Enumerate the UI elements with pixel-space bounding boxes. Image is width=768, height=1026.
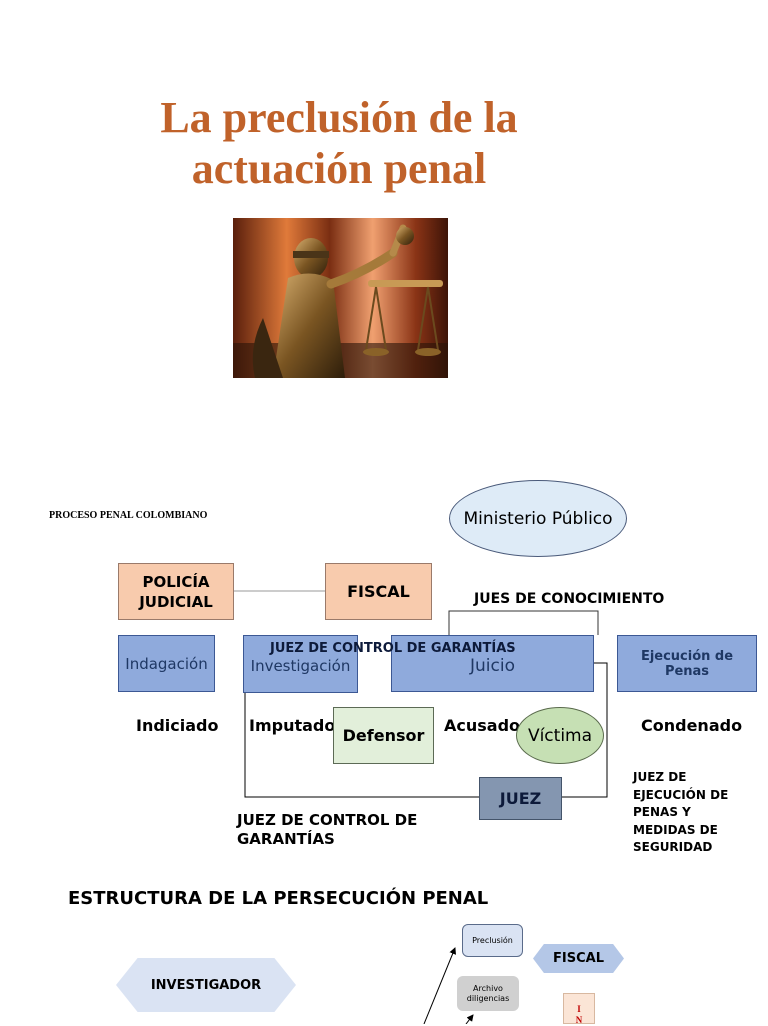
structure-fiscal-label: FISCAL bbox=[553, 951, 604, 966]
juez-right-connector bbox=[562, 662, 608, 798]
vertical-letter-2: N bbox=[575, 1015, 583, 1025]
indiciado-label: Indiciado bbox=[136, 716, 219, 735]
archivo-box: Archivo diligencias bbox=[457, 976, 519, 1011]
justice-statue-illustration bbox=[233, 218, 448, 378]
arrow-to-archivo bbox=[465, 1014, 474, 1024]
structure-heading: ESTRUCTURA DE LA PERSECUCIÓN PENAL bbox=[68, 888, 489, 909]
juicio-label: Juicio bbox=[470, 655, 515, 676]
juez-ejecucion-label: JUEZ DE EJECUCIÓN DE PENAS Y MEDIDAS DE … bbox=[633, 769, 728, 857]
indagacion-box: Indagación bbox=[118, 635, 215, 692]
ministerio-publico-label: Ministerio Público bbox=[463, 508, 613, 529]
jues-conocimiento-label: JUES DE CONOCIMIENTO bbox=[474, 591, 665, 607]
juez-left-connector bbox=[244, 693, 479, 798]
ministerio-publico-oval: Ministerio Público bbox=[449, 480, 627, 557]
title-line-1: La preclusión de la bbox=[160, 93, 518, 142]
juez-control-garantias-label: JUEZ DE CONTROL DE GARANTÍAS bbox=[237, 811, 417, 849]
ejecucion-penas-box: Ejecución de Penas bbox=[617, 635, 757, 692]
imputado-label: Imputado bbox=[249, 716, 336, 735]
juez-ejecucion-line-3: PENAS Y bbox=[633, 805, 691, 819]
arrow-to-preclusion bbox=[423, 947, 456, 1024]
ejecucion-label: Ejecución de Penas bbox=[640, 648, 734, 679]
juez-box: JUEZ bbox=[479, 777, 562, 820]
preclusion-box: Preclusión bbox=[462, 924, 523, 957]
fiscal-label: FISCAL bbox=[347, 582, 410, 601]
juez-control-line-1: JUEZ DE CONTROL DE bbox=[237, 811, 418, 829]
juez-ejecucion-line-2: EJECUCIÓN DE bbox=[633, 787, 729, 802]
vertical-label-box: I N bbox=[563, 993, 595, 1025]
defensor-label: Defensor bbox=[342, 726, 425, 745]
policia-line-1: POLICÍA bbox=[142, 572, 210, 591]
acusado-label: Acusado bbox=[444, 716, 521, 735]
juez-ejecucion-line-1: JUEZ DE bbox=[633, 770, 687, 784]
juez-control-inner-label: JUEZ DE CONTROL DE GARANTÍAS bbox=[270, 641, 516, 656]
juicio-box: Juicio bbox=[391, 635, 594, 692]
victima-label: Víctima bbox=[527, 725, 593, 746]
condenado-label: Condenado bbox=[641, 716, 743, 735]
diagram-heading: PROCESO PENAL COLOMBIANO bbox=[49, 510, 208, 521]
juez-ejecucion-line-4: MEDIDAS DE bbox=[633, 822, 718, 837]
investigador-hexagon: INVESTIGADOR bbox=[116, 958, 296, 1012]
indagacion-label: Indagación bbox=[125, 654, 208, 673]
victima-oval: Víctima bbox=[516, 707, 604, 764]
investigacion-box: Investigación bbox=[243, 635, 358, 693]
title-line-2: actuación penal bbox=[191, 144, 487, 193]
juez-ejecucion-line-5: SEGURIDAD bbox=[633, 840, 713, 854]
investigacion-label: Investigación bbox=[250, 657, 351, 675]
fiscal-box: FISCAL bbox=[325, 563, 432, 620]
justice-statue-image bbox=[233, 218, 448, 378]
juez-control-line-2: GARANTÍAS bbox=[237, 830, 335, 848]
preclusion-label: Preclusión bbox=[472, 935, 513, 945]
page-title: La preclusión de la actuación penal bbox=[0, 92, 678, 194]
investigador-label: INVESTIGADOR bbox=[150, 977, 262, 993]
policia-judicial-box: POLICÍA JUDICIAL bbox=[118, 563, 234, 620]
defensor-box: Defensor bbox=[333, 707, 434, 764]
structure-fiscal-hexagon: FISCAL bbox=[533, 944, 624, 973]
archivo-line-1: Archivo bbox=[473, 983, 503, 993]
vertical-letter-1: I bbox=[577, 1004, 581, 1014]
juez-label: JUEZ bbox=[499, 789, 542, 808]
archivo-line-2: diligencias bbox=[466, 993, 510, 1003]
policia-line-2: JUDICIAL bbox=[139, 592, 213, 611]
jues-conocimiento-connector bbox=[448, 610, 599, 635]
